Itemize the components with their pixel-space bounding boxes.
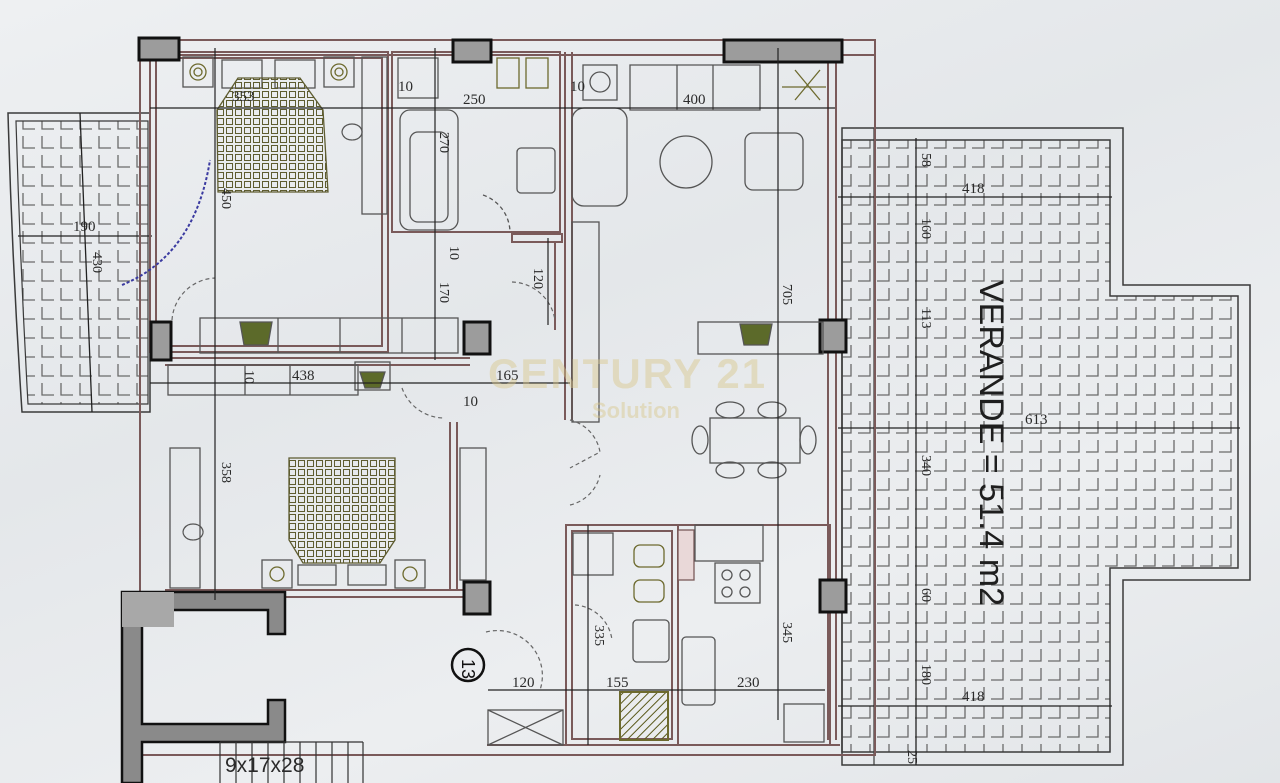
dim-hall-165: 165	[496, 368, 519, 384]
dim-entry-120: 120	[512, 675, 535, 691]
dim-wall-10: 10	[463, 394, 478, 410]
dim-balcony-width: 190	[73, 219, 96, 235]
dim-balcony-length: 430	[89, 252, 104, 273]
dim-living-width: 400	[683, 92, 706, 108]
dim-verande-bottom-418: 418	[962, 689, 985, 705]
dim-bedroom2-depth: 358	[218, 462, 233, 483]
stair-spec-label: 9x17x28	[225, 754, 304, 777]
walls	[139, 39, 876, 756]
left-balcony	[7, 112, 152, 413]
dim-bath-width: 250	[463, 92, 486, 108]
dim-verande-top-418: 418	[962, 181, 985, 197]
stairwell	[120, 590, 364, 783]
dim-kitchen-depth: 345	[779, 622, 794, 643]
bedroom1-furniture	[182, 56, 388, 215]
dim-bedroom1-width: 353	[232, 89, 255, 105]
dim-verande-180: 180	[918, 664, 933, 685]
wc-kitchen-fixtures	[487, 524, 825, 746]
hall-storage	[167, 317, 459, 396]
bedroom2-furniture	[169, 447, 487, 589]
dim-hall-170: 170	[436, 282, 451, 303]
dim-verande-25: 25	[904, 750, 919, 764]
watermark-sub: Solution	[592, 398, 680, 423]
dim-bedroom1-depth: 450	[218, 188, 233, 209]
dim-wall-10: 10	[570, 79, 585, 95]
dim-wall-10: 10	[398, 79, 413, 95]
dim-wc-width: 155	[606, 675, 629, 691]
door-swings	[171, 277, 613, 691]
unit-number-badge: 13	[450, 647, 486, 683]
verande-area-label: VERANDE = 51.4 m2	[972, 280, 1010, 606]
dim-verande-613: 613	[1025, 412, 1048, 428]
dim-living-depth: 705	[779, 284, 794, 305]
agency-stamp	[121, 159, 211, 286]
dim-verande-113: 113	[918, 308, 933, 328]
dim-bedroom2-width: 438	[292, 368, 315, 384]
dim-wall-10: 10	[241, 370, 256, 384]
watermark-brand: CENTURY 21	[488, 350, 767, 397]
dim-wall-10: 10	[446, 246, 461, 260]
dim-verande-58: 58	[918, 153, 933, 167]
verande-terrace	[838, 127, 1251, 766]
dim-verande-160: 160	[918, 218, 933, 239]
dim-wc-depth: 335	[591, 625, 606, 646]
dimension-lines	[150, 48, 835, 745]
unit-number: 13	[458, 659, 478, 679]
bathroom-fixtures	[397, 57, 556, 233]
dim-verande-340: 340	[918, 455, 933, 476]
dim-verande-60: 60	[918, 588, 933, 602]
dim-closet-120: 120	[530, 268, 545, 289]
columns	[137, 36, 848, 616]
dim-bath-tub: 270	[436, 132, 451, 153]
dim-kitchen-width: 230	[737, 675, 760, 691]
